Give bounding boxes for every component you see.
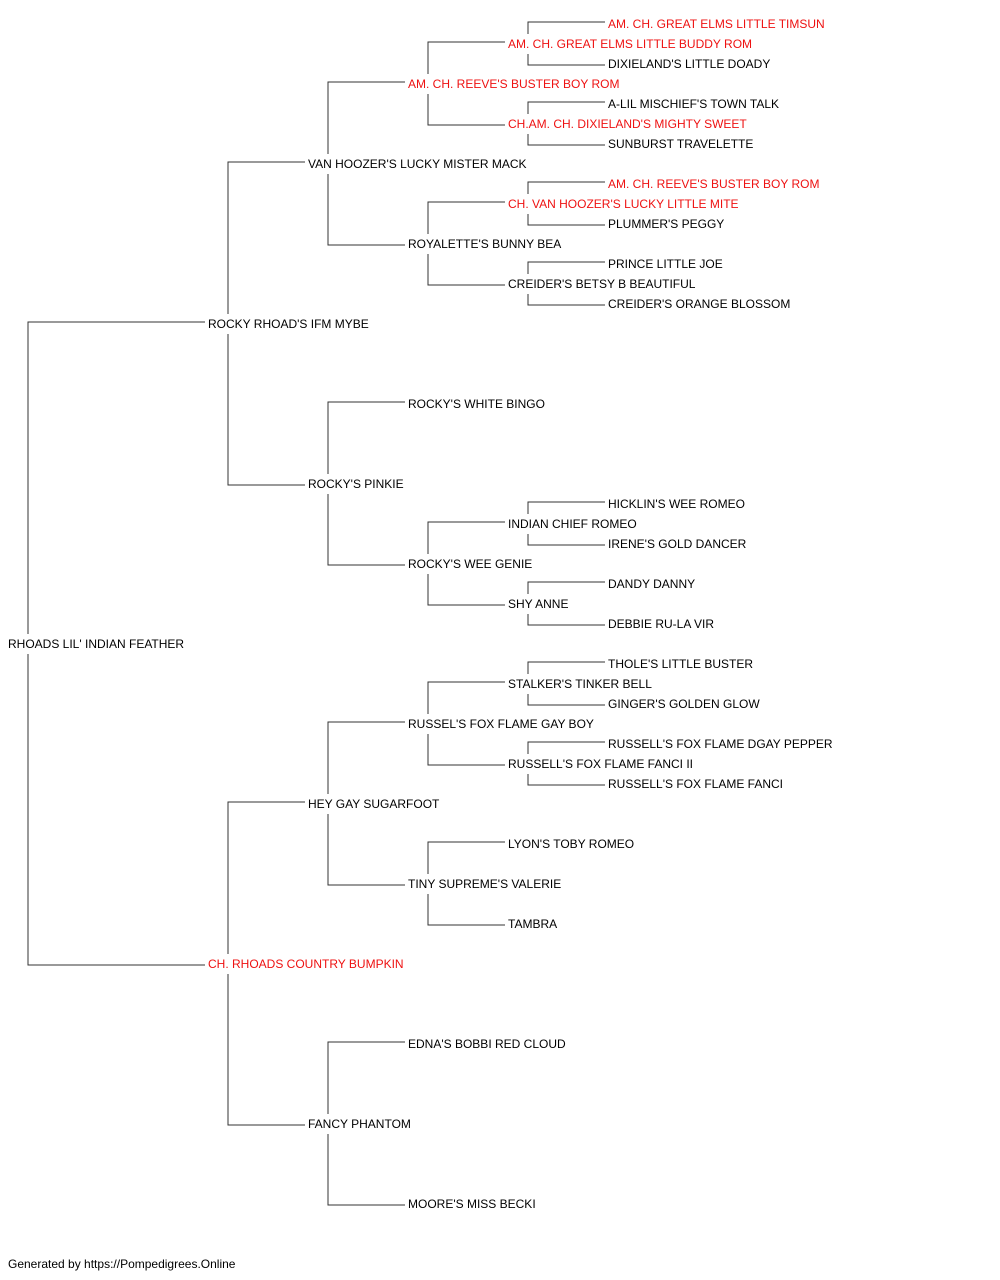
sssd-dam-name: SUNBURST TRAVELETTE <box>608 137 754 151</box>
sire-sire-name: VAN HOOZER'S LUCKY MISTER MACK <box>308 157 527 171</box>
ssss-dam-name: DIXIELAND'S LITTLE DOADY <box>608 57 771 71</box>
sire-connector-line <box>427 521 505 554</box>
dam-connector-line <box>527 774 605 786</box>
sdd-sire-name: INDIAN CHIEF ROMEO <box>508 517 637 531</box>
sire-connector-line <box>527 261 605 274</box>
sire-connector-line <box>527 741 605 754</box>
dam-connector-line <box>27 654 205 966</box>
dam-connector-line <box>527 534 605 546</box>
dam-sire-name: HEY GAY SUGARFOOT <box>308 797 440 811</box>
sss-sire-name: AM. CH. GREAT ELMS LITTLE BUDDY ROM <box>508 37 753 51</box>
sdds-sire-name: HICKLIN'S WEE ROMEO <box>608 497 745 511</box>
ds-dam-name: TINY SUPREME'S VALERIE <box>408 877 562 891</box>
sire-connector-line <box>427 41 505 74</box>
dam-connector-line <box>527 294 605 306</box>
dssd-sire-name: RUSSELL'S FOX FLAME DGAY PEPPER <box>608 737 833 751</box>
dss-sire-name: STALKER'S TINKER BELL <box>508 677 652 691</box>
dsd-dam-name: TAMBRA <box>508 917 558 931</box>
ssds-dam-name: PLUMMER'S PEGGY <box>608 217 725 231</box>
ssd-dam-name: CREIDER'S BETSY B BEAUTIFUL <box>508 277 696 291</box>
dd-dam-name: MOORE'S MISS BECKI <box>408 1197 536 1211</box>
dam-connector-line <box>327 174 405 246</box>
sddd-dam-name: DEBBIE RU-LA VIR <box>608 617 715 631</box>
sddd-sire-name: DANDY DANNY <box>608 577 696 591</box>
sire-connector-line <box>527 661 605 674</box>
ssdd-sire-name: PRINCE LITTLE JOE <box>608 257 723 271</box>
generated-by-footer: Generated by https://Pompedigrees.Online <box>8 1257 236 1271</box>
sss-dam-name: CH.AM. CH. DIXIELAND'S MIGHTY SWEET <box>508 117 747 131</box>
dam-connector-line <box>427 254 505 286</box>
dam-connector-line <box>427 734 505 766</box>
dam-connector-line <box>527 54 605 66</box>
sire-connector-line <box>527 21 605 34</box>
ssds-sire-name: AM. CH. REEVE'S BUSTER BOY ROM <box>608 177 820 191</box>
dam-name: CH. RHOADS COUNTRY BUMPKIN <box>208 957 404 971</box>
ssdd-dam-name: CREIDER'S ORANGE BLOSSOM <box>608 297 791 311</box>
sire-connector-line <box>227 801 305 954</box>
sire-connector-line <box>327 1041 405 1114</box>
sire-connector-line <box>427 681 505 714</box>
ds-sire-name: RUSSEL'S FOX FLAME GAY BOY <box>408 717 594 731</box>
ssss-sire-name: AM. CH. GREAT ELMS LITTLE TIMSUN <box>608 17 825 31</box>
sire-connector-line <box>527 581 605 594</box>
sire-dam-name: ROCKY'S PINKIE <box>308 477 404 491</box>
sire-connector-line <box>327 81 405 154</box>
dssd-dam-name: RUSSELL'S FOX FLAME FANCI <box>608 777 784 791</box>
sire-connector-line <box>27 321 205 634</box>
dam-connector-line <box>527 614 605 626</box>
sire-connector-line <box>227 161 305 314</box>
dam-connector-line <box>427 894 505 926</box>
dam-connector-line <box>227 974 305 1126</box>
sire-connector-line <box>327 401 405 474</box>
sd-sire-name: ROCKY'S WHITE BINGO <box>408 397 545 411</box>
dam-connector-line <box>327 814 405 886</box>
sire-connector-line <box>527 501 605 514</box>
ssd-sire-name: CH. VAN HOOZER'S LUCKY LITTLE MITE <box>508 197 739 211</box>
sire-name: ROCKY RHOAD'S IFM MYBE <box>208 317 369 331</box>
dsd-sire-name: LYON'S TOBY ROMEO <box>508 837 635 851</box>
dam-connector-line <box>427 94 505 126</box>
dam-connector-line <box>227 334 305 486</box>
subject-name: RHOADS LIL' INDIAN FEATHER <box>8 637 185 651</box>
sssd-sire-name: A-LIL MISCHIEF'S TOWN TALK <box>608 97 779 111</box>
sire-connector-line <box>427 841 505 874</box>
sire-connector-line <box>527 181 605 194</box>
dam-connector-line <box>427 574 505 606</box>
dss-dam-name: RUSSELL'S FOX FLAME FANCI II <box>508 757 694 771</box>
dd-sire-name: EDNA'S BOBBI RED CLOUD <box>408 1037 566 1051</box>
sdds-dam-name: IRENE'S GOLD DANCER <box>608 537 747 551</box>
dam-connector-line <box>527 134 605 146</box>
dsss-sire-name: THOLE'S LITTLE BUSTER <box>608 657 753 671</box>
sdd-dam-name: SHY ANNE <box>508 597 569 611</box>
dam-dam-name: FANCY PHANTOM <box>308 1117 411 1131</box>
ss-sire-name: AM. CH. REEVE'S BUSTER BOY ROM <box>408 77 620 91</box>
sire-connector-line <box>527 101 605 114</box>
ss-dam-name: ROYALETTE'S BUNNY BEA <box>408 237 562 251</box>
dam-connector-line <box>527 214 605 226</box>
sire-connector-line <box>327 721 405 794</box>
sd-dam-name: ROCKY'S WEE GENIE <box>408 557 533 571</box>
dam-connector-line <box>327 1134 405 1206</box>
dsss-dam-name: GINGER'S GOLDEN GLOW <box>608 697 760 711</box>
dam-connector-line <box>327 494 405 566</box>
dam-connector-line <box>527 694 605 706</box>
sire-connector-line <box>427 201 505 234</box>
